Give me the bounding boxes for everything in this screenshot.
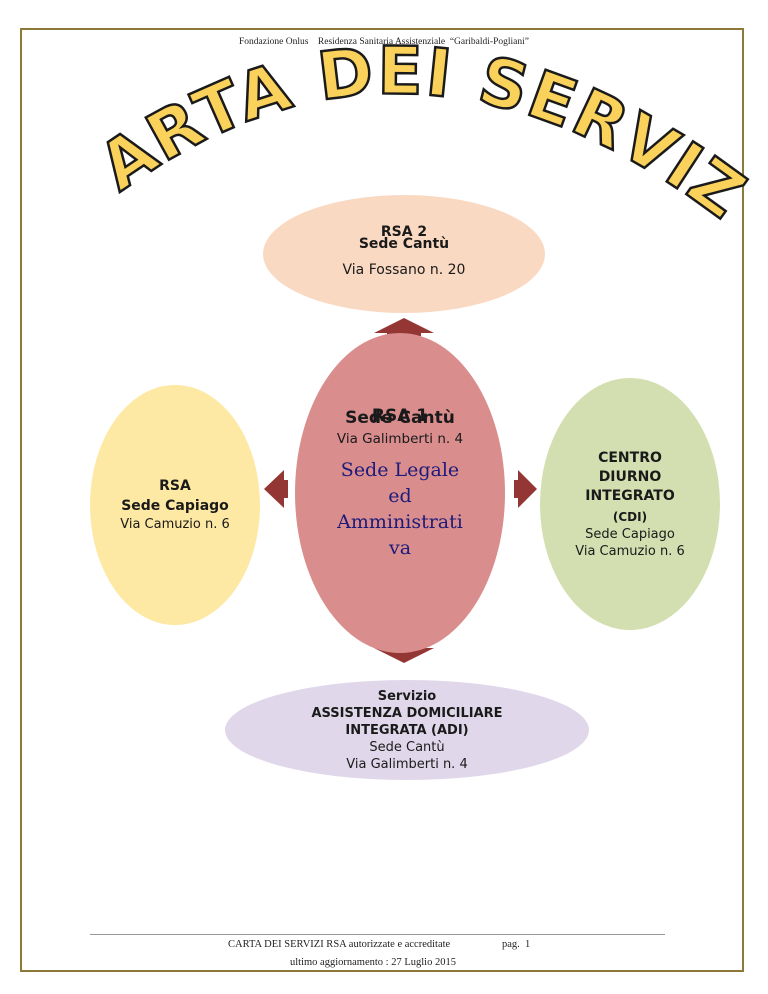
rsa1-legal-line1: Sede Legale — [340, 459, 460, 481]
rsa-capiago-oval: RSA Sede Capiago Via Camuzio n. 6 — [90, 385, 260, 625]
rsa1-legal: Sede Legale ed Amministrati va — [337, 457, 463, 561]
rsa-capiago-address: Via Camuzio n. 6 — [120, 517, 230, 532]
rsa1-legal-line4: va — [388, 537, 412, 559]
rsa1-legal-line3: Amministrati — [337, 511, 463, 533]
page-header: Fondazione Onlus Residenza Sanitaria Ass… — [239, 37, 529, 47]
adi-oval: Servizio ASSISTENZA DOMICILIARE INTEGRAT… — [225, 680, 589, 780]
cdi-abbr: (CDI) — [612, 509, 648, 524]
cdi-oval: CENTRO DIURNO INTEGRATO (CDI) Sede Capia… — [540, 378, 720, 630]
page-border — [20, 28, 744, 972]
adi-line1: Servizio — [377, 688, 437, 704]
adi-address: Via Galimberti n. 4 — [346, 756, 468, 772]
cdi-line3: INTEGRATO — [585, 487, 675, 504]
rsa1-title: RSA 1 — [371, 406, 429, 426]
rsa1-address: Via Galimberti n. 4 — [336, 431, 464, 447]
cdi-address: Via Camuzio n. 6 — [575, 543, 685, 559]
rsa2-oval: RSA 2 Sede Cantù Via Fossano n. 20 — [263, 195, 545, 313]
rsa1-sede: Sede Cantù — [345, 408, 455, 428]
rsa-capiago-sede: Sede Capiago — [121, 498, 229, 514]
cdi-sede: Sede Capiago — [585, 526, 675, 542]
footer-updated: ultimo aggiornamento : 27 Luglio 2015 — [290, 957, 456, 968]
cdi-line2: DIURNO — [598, 468, 662, 485]
footer-divider — [90, 934, 665, 935]
adi-line2: ASSISTENZA DOMICILIARE — [311, 705, 503, 721]
cdi-line1: CENTRO — [598, 449, 662, 466]
rsa1-oval: RSA 1 Sede Cantù Via Galimberti n. 4 Sed… — [295, 333, 505, 653]
footer-page-number: pag. 1 — [502, 939, 531, 950]
rsa2-sede: Sede Cantù — [358, 236, 450, 252]
rsa1-legal-line2: ed — [388, 485, 412, 507]
rsa2-title: RSA 2 — [380, 224, 428, 240]
rsa2-address: Via Fossano n. 20 — [342, 262, 466, 278]
adi-line3: INTEGRATA (ADI) — [345, 722, 469, 738]
footer-doc-title: CARTA DEI SERVIZI RSA autorizzate e accr… — [228, 939, 451, 950]
rsa-capiago-title: RSA — [159, 478, 191, 494]
adi-sede: Sede Cantù — [369, 739, 445, 755]
